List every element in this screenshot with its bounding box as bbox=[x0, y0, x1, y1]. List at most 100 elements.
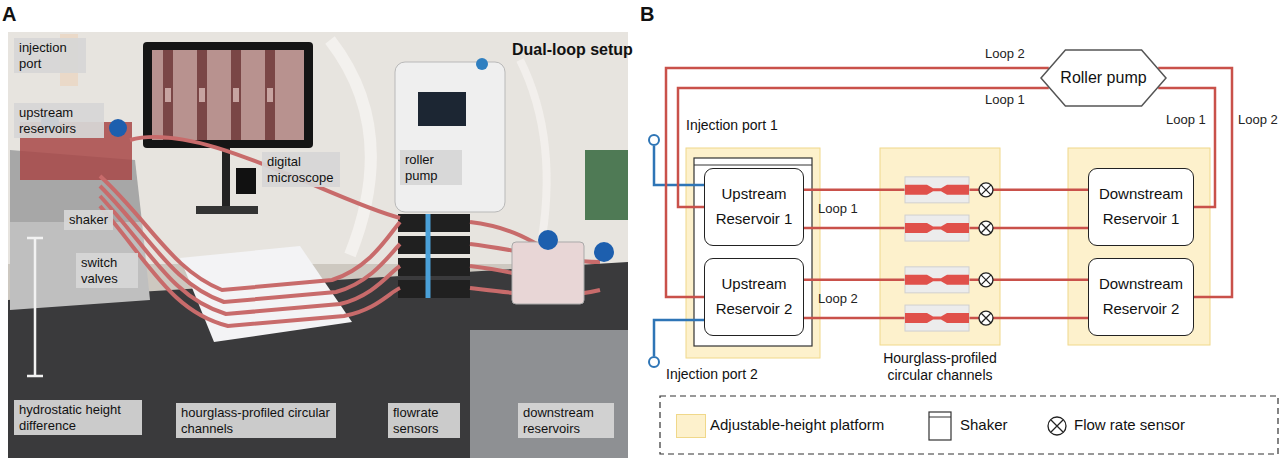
port-label: Injection port 2 bbox=[666, 366, 758, 383]
metal-tray bbox=[470, 330, 628, 458]
reservoir-box: Upstream Reservoir 2 bbox=[704, 258, 804, 336]
panel-letter: B bbox=[640, 2, 654, 26]
screen-channels bbox=[168, 50, 270, 140]
sensor-icon-ring bbox=[1048, 417, 1066, 435]
photo-callout: digital microscope bbox=[262, 152, 340, 187]
loop-label: Loop 2 bbox=[818, 291, 858, 307]
platform bbox=[1068, 148, 1210, 345]
pump-head bbox=[398, 280, 470, 298]
reservoir-box: Upstream Reservoir 1 bbox=[704, 168, 804, 246]
bottle-cap bbox=[109, 119, 127, 137]
photo-callout: shaker bbox=[64, 210, 113, 230]
flow-sensor-cross bbox=[981, 185, 991, 195]
pump-head bbox=[398, 258, 470, 276]
hexagon-shape bbox=[1041, 50, 1166, 106]
channel-slab bbox=[905, 215, 969, 241]
legend-sensor-icon bbox=[1046, 415, 1068, 437]
curtain bbox=[8, 32, 628, 264]
legend-frame bbox=[660, 396, 1278, 454]
schematic-layout bbox=[649, 135, 1278, 454]
tube bbox=[100, 176, 400, 290]
legend-shaker-icon bbox=[928, 411, 952, 441]
panel-title: Dual-loop setup bbox=[512, 40, 633, 59]
photo-callout: roller pump bbox=[400, 150, 462, 185]
shaker-outline bbox=[694, 165, 812, 166]
height-bar bbox=[27, 238, 43, 376]
bottle-cap bbox=[538, 230, 558, 250]
curtain-sheen bbox=[330, 40, 371, 255]
loop-label: Loop 1 bbox=[818, 201, 858, 217]
flow-sensor bbox=[979, 273, 993, 287]
loop-label: Loop 2 bbox=[985, 46, 1025, 62]
monitor bbox=[143, 42, 313, 148]
platform bbox=[686, 148, 820, 358]
platform-art bbox=[10, 222, 150, 310]
pump-head bbox=[398, 214, 470, 232]
tube bbox=[100, 206, 400, 326]
channel-slab bbox=[905, 177, 969, 203]
flow-sensor bbox=[979, 311, 993, 325]
tubing bbox=[100, 137, 600, 326]
loop-label: Loop 1 bbox=[985, 92, 1025, 108]
curtain-sheen bbox=[520, 60, 547, 250]
green-cables bbox=[585, 150, 628, 220]
photo-callout: downstream reservoirs bbox=[518, 403, 614, 438]
flow-sensor bbox=[979, 221, 993, 235]
photo-ground bbox=[8, 32, 628, 458]
shaker-icon-box bbox=[929, 412, 951, 440]
photo-callout: injection port bbox=[14, 38, 86, 73]
loop-label: Loop 1 bbox=[1166, 112, 1206, 128]
panel-letter: A bbox=[2, 2, 16, 26]
legend-swatch bbox=[676, 414, 706, 438]
pump-head bbox=[398, 236, 470, 254]
bottle-cap bbox=[594, 242, 614, 262]
photo-callout: flowrate sensors bbox=[388, 403, 460, 438]
flow-sensor-cross bbox=[981, 223, 991, 233]
photo-callout: switch valves bbox=[76, 253, 138, 288]
platform bbox=[880, 148, 1000, 345]
injection-line bbox=[654, 320, 704, 356]
pump-body bbox=[395, 62, 505, 212]
photo-callout: hydrostatic height difference bbox=[14, 400, 142, 435]
microscope-camera bbox=[236, 168, 256, 194]
pump-clips bbox=[426, 214, 431, 298]
flow-sensor-cross bbox=[981, 275, 991, 285]
hourglass-channel bbox=[905, 313, 969, 323]
node-text: Upstream Reservoir 2 bbox=[711, 272, 797, 322]
hourglass-channel bbox=[905, 223, 969, 233]
sensor-icon-cross bbox=[1051, 420, 1063, 432]
monitor-base bbox=[196, 206, 258, 214]
node-text: Upstream Reservoir 1 bbox=[711, 182, 797, 232]
downstream-reservoir-art bbox=[512, 242, 584, 304]
channel-slab bbox=[905, 267, 969, 293]
loop-label: Loop 2 bbox=[1238, 112, 1278, 128]
screen-waists bbox=[168, 88, 270, 102]
photo-callout: upstream reservoirs bbox=[14, 103, 104, 138]
flow-sensor-cross bbox=[981, 313, 991, 323]
legend-text: Flow rate sensor bbox=[1074, 416, 1185, 434]
hourglass-channel bbox=[905, 185, 969, 195]
node-text: Roller pump bbox=[1060, 68, 1146, 87]
node-text: Downstream Reservoir 1 bbox=[1095, 182, 1187, 232]
pump-display bbox=[418, 92, 466, 126]
shaker-icon-line bbox=[929, 417, 951, 418]
tube bbox=[100, 196, 400, 314]
tube bbox=[130, 137, 400, 218]
pump-hexagon: Roller pump bbox=[1040, 49, 1167, 107]
pump-knob bbox=[476, 58, 488, 70]
channel-caption: Hourglass-profiled circular channels bbox=[870, 350, 1010, 384]
monitor-stand bbox=[222, 148, 230, 210]
reservoir-box: Downstream Reservoir 1 bbox=[1088, 168, 1194, 246]
node-text: Downstream Reservoir 2 bbox=[1095, 272, 1187, 322]
channel-slab bbox=[905, 305, 969, 331]
legend-text: Shaker bbox=[960, 416, 1008, 434]
injection-port bbox=[649, 135, 659, 145]
photo-illustration bbox=[8, 32, 628, 458]
hourglass-channel bbox=[905, 275, 969, 285]
reservoir-box: Downstream Reservoir 2 bbox=[1088, 258, 1194, 336]
port-label: Injection port 1 bbox=[686, 117, 778, 134]
photo-callout: hourglass-profiled circular channels bbox=[176, 403, 336, 438]
flow-sensor bbox=[979, 183, 993, 197]
shaker-outline bbox=[694, 158, 812, 346]
